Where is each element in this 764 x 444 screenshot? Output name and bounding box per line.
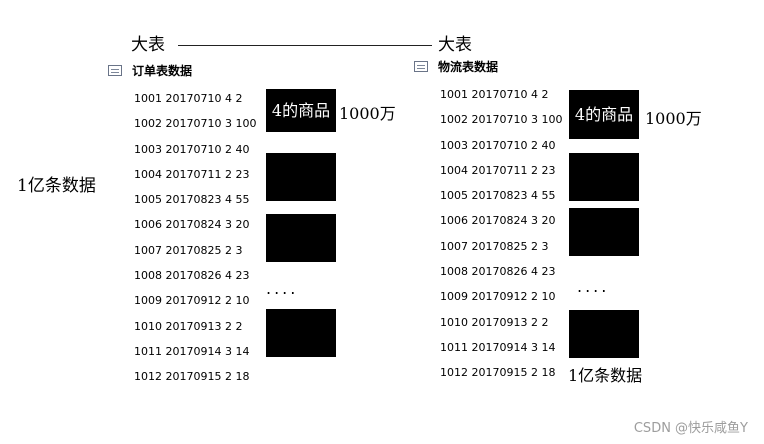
table-row: 1002 20170710 3 100 — [134, 117, 257, 131]
right-block-count-note: 1000万 — [645, 109, 702, 128]
right-big-table-label: 大表 — [438, 35, 472, 55]
table-row: 1011 20170914 3 14 — [440, 340, 556, 354]
table-row: 1003 20170710 2 40 — [440, 138, 556, 152]
table-icon — [108, 65, 122, 76]
left-product-block — [266, 153, 336, 201]
left-table-header: 订单表数据 — [108, 62, 192, 79]
table-row: 1008 20170826 4 23 — [134, 269, 250, 283]
table-row: 1007 20170825 2 3 — [134, 243, 243, 257]
left-table-title: 订单表数据 — [132, 64, 193, 78]
left-big-table-label: 大表 — [131, 35, 165, 55]
table-row: 1005 20170823 4 55 — [440, 189, 556, 203]
table-row: 1009 20170912 2 10 — [134, 294, 250, 308]
right-ellipsis: .... — [577, 277, 610, 296]
table-row: 1003 20170710 2 40 — [134, 142, 250, 156]
left-table-rows: 1001 20170710 4 2 1002 20170710 3 100 10… — [134, 86, 256, 390]
right-product-block — [569, 310, 639, 358]
right-product-block — [569, 153, 639, 201]
table-row: 1012 20170915 2 18 — [134, 370, 250, 384]
left-block-count-note: 1000万 — [339, 104, 396, 123]
right-table-title: 物流表数据 — [438, 60, 499, 74]
table-row: 1001 20170710 4 2 — [134, 92, 243, 105]
csdn-watermark: CSDN @快乐咸鱼Y — [633, 421, 748, 436]
left-product-block — [266, 309, 336, 357]
table-row: 1010 20170913 2 2 — [440, 315, 549, 329]
table-row: 1006 20170824 3 20 — [134, 218, 250, 232]
table-row: 1011 20170914 3 14 — [134, 344, 250, 358]
left-product-block: 4的商品 — [266, 89, 336, 132]
right-product-block: 4的商品 — [569, 90, 639, 139]
table-row: 1006 20170824 3 20 — [440, 214, 556, 228]
right-product-block — [569, 208, 639, 256]
table-row: 1001 20170710 4 2 — [440, 88, 549, 101]
table-icon — [414, 61, 428, 72]
right-table-header: 物流表数据 — [414, 58, 498, 75]
left-product-block — [266, 214, 336, 262]
left-data-count-note: 1亿条数据 — [17, 176, 96, 196]
table-row: 1005 20170823 4 55 — [134, 193, 250, 207]
table-row: 1004 20170711 2 23 — [134, 167, 250, 181]
table-row: 1010 20170913 2 2 — [134, 319, 243, 333]
table-row: 1009 20170912 2 10 — [440, 290, 556, 304]
table-row: 1012 20170915 2 18 — [440, 366, 556, 380]
table-row: 1008 20170826 4 23 — [440, 265, 556, 279]
table-row: 1004 20170711 2 23 — [440, 163, 556, 177]
table-row: 1007 20170825 2 3 — [440, 239, 549, 253]
left-ellipsis: .... — [266, 279, 299, 298]
right-table-rows: 1001 20170710 4 2 1002 20170710 3 100 10… — [440, 82, 562, 386]
right-bottom-data-count-note: 1亿条数据 — [568, 366, 643, 385]
table-row: 1002 20170710 3 100 — [440, 113, 563, 127]
big-table-connector-line — [178, 45, 432, 46]
